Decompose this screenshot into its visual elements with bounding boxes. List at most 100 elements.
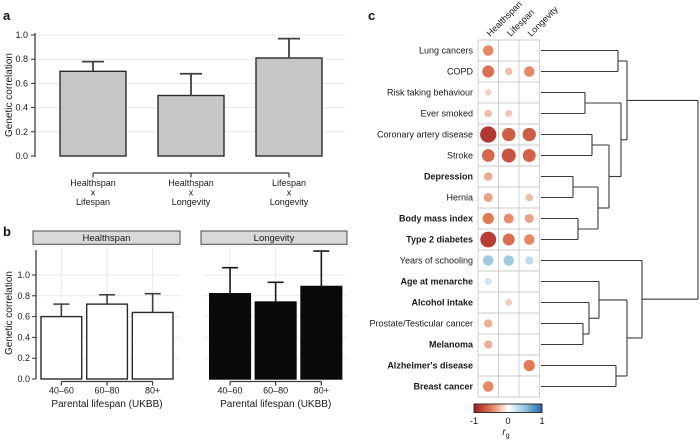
y-axis-title: Genetic correlation [4,271,15,355]
correlation-dot [524,66,535,77]
correlation-dot [480,231,497,248]
panel-b: Genetic correlationHealthspan0.00.20.40.… [4,230,348,410]
colorbar-title: rg [502,427,509,440]
correlation-dot [522,127,536,142]
colorbar-tick-label: 1 [539,416,544,427]
x-category-label: 60–80 [263,386,288,396]
x-category-label: Lifespan [272,178,306,188]
row-label: Body mass index [399,214,473,224]
row-label: Depression [424,172,473,182]
x-axis-title: Parental lifespan (UKBB) [51,399,162,410]
x-category-label: Healthspan [70,178,116,188]
row-label: Hernia [446,193,473,203]
correlation-dot [502,127,516,142]
bar [85,303,129,380]
dendrogram [541,49,699,388]
row-label: Breast cancer [413,382,473,392]
x-category-label: 40–60 [49,386,74,396]
x-axis-title: Parental lifespan (UKBB) [220,399,331,410]
correlation-dot [481,149,495,162]
correlation-dot [480,126,497,143]
y-tick-label: 1.0 [15,30,28,40]
x-category-label: Longevity [270,197,309,207]
correlation-dot [484,89,492,96]
colorbar [473,403,543,413]
y-tick-label: 0.2 [15,127,28,137]
facet-longevity: Longevity 40–60 60–80 80+ Parental lifespan … [200,230,348,410]
bar [40,315,83,380]
bar [300,285,343,380]
facet-header-label: Healthspan [82,233,130,244]
y-tick-label: 0.2 [17,353,30,363]
x-category-label: Healthspan [168,178,214,188]
correlation-dot [482,65,495,78]
x-category-label: x [91,188,96,198]
panel-label-c: c [368,8,376,23]
row-label: Years of schooling [400,256,473,266]
row-label: Ever smoked [420,109,473,119]
correlation-dot [484,109,493,118]
correlation-dot [483,255,494,266]
correlation-dot [525,256,534,265]
correlation-dot [483,192,493,203]
row-label: Prostate/Testicular cancer [369,319,473,329]
correlation-dot [523,359,535,372]
facet-header [200,230,348,245]
row-label: COPD [447,67,474,77]
x-category-label: Lifespan [76,197,110,207]
correlation-dot [484,340,493,349]
x-category-label: 80+ [145,386,160,396]
correlation-dot [484,277,492,286]
y-tick-label: 0.4 [15,103,28,113]
y-tick-label: 1.0 [17,270,30,280]
x-category-label: Longevity [172,197,211,207]
row-label: Melanoma [429,340,474,350]
row-label: Alcohol intake [411,298,473,308]
bar [59,70,127,157]
correlation-dot [503,213,514,224]
facet-header-label: Longevity [254,233,295,244]
x-category-label: 80+ [314,386,329,396]
bar [157,94,225,157]
colorbar-tick-label: 0 [505,416,510,427]
row-label: Type 2 diabetes [406,235,473,245]
correlation-dot [502,233,515,246]
y-tick-label: 0.8 [15,54,28,64]
row-label: Alzheimer's disease [387,361,473,371]
y-tick-label: 0.0 [15,151,28,161]
correlation-dot [503,255,514,266]
y-tick-label: 0.6 [15,78,28,88]
correlation-dot [524,234,535,245]
facet-header [32,230,181,245]
bar [131,311,174,380]
panel-label-a: a [3,8,11,23]
correlation-dot [483,172,493,181]
correlation-dot [482,212,494,225]
matrix-grid [477,39,540,398]
correlation-dot [501,148,516,163]
correlation-dot [483,45,494,56]
bar [255,57,323,157]
row-label: Age at menarche [400,277,473,287]
correlation-dot [504,67,513,76]
correlation-dot [525,193,534,202]
y-tick-label: 0.8 [17,291,30,301]
x-category-label: 60–80 [95,386,120,396]
bar [208,293,252,380]
correlation-dot [505,299,513,306]
row-label: Lung cancers [419,46,474,56]
correlation-dot [524,213,534,224]
row-label: Risk taking behaviour [387,88,473,98]
correlation-dot [522,149,536,162]
y-axis-title: Genetic correlation [4,53,15,137]
correlation-dot [505,109,513,118]
x-category-label: 40–60 [218,386,243,396]
y-tick-label: 0.0 [17,374,30,384]
panel-label-b: b [3,224,11,239]
correlation-dot [483,381,494,392]
